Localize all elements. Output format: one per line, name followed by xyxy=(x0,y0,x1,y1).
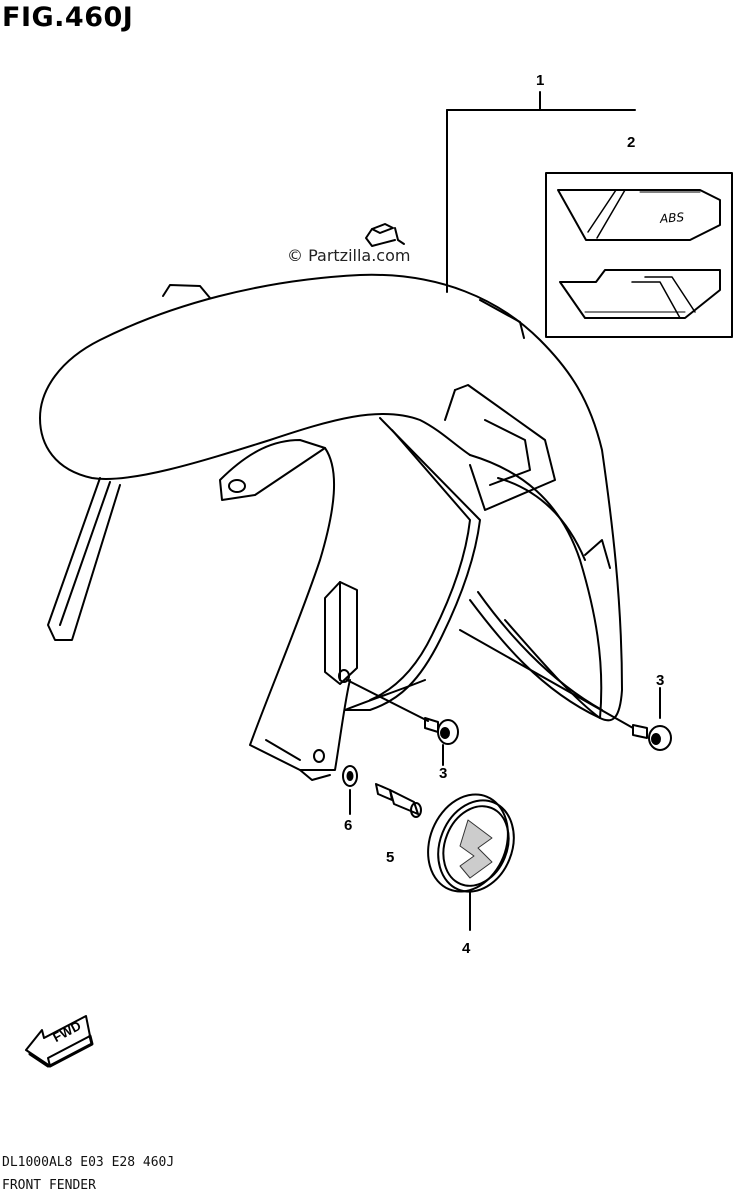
callout-1-leader xyxy=(446,91,636,293)
model-code: DL1000AL8 E03 E28 460J xyxy=(2,1155,175,1170)
washer xyxy=(342,765,358,815)
decal-set xyxy=(545,172,733,338)
callout-1: 1 xyxy=(536,72,545,89)
callout-4: 4 xyxy=(462,940,471,957)
front-fender xyxy=(39,273,623,781)
bolt-right xyxy=(632,724,672,751)
decal-upper xyxy=(557,189,721,241)
figure-caption: FRONT FENDER xyxy=(2,1178,96,1193)
callout-6: 6 xyxy=(344,817,353,834)
forward-arrow xyxy=(25,1015,94,1068)
bolt-center xyxy=(424,717,459,745)
cable-clip xyxy=(365,223,405,247)
spacer-collar xyxy=(375,783,422,818)
callout-3-center: 3 xyxy=(439,765,448,782)
callout-5: 5 xyxy=(386,849,395,866)
callout-3-right: 3 xyxy=(656,672,665,689)
callout-2: 2 xyxy=(627,134,636,151)
figure-title: FIG.460J xyxy=(2,2,134,33)
watermark: © Partzilla.com xyxy=(287,246,411,265)
decal-lower xyxy=(559,269,721,319)
emblem-cap xyxy=(427,793,515,931)
decal-abs-text: ABS xyxy=(659,210,685,226)
bolt-leaders xyxy=(346,629,661,766)
